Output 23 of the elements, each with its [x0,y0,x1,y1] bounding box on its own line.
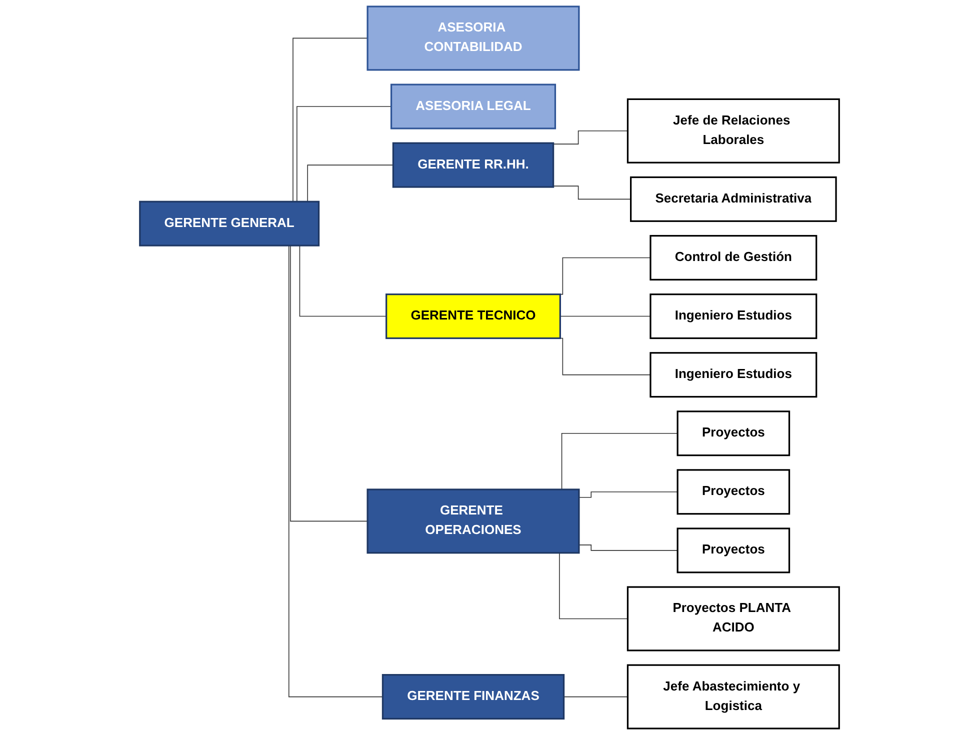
connector [560,316,651,317]
node-box: Secretaria Administrativa [630,176,837,222]
node-box: GERENTE OPERACIONES [366,488,580,554]
connector [552,186,632,200]
node-box: ASESORIA LEGAL [390,84,556,130]
node-box: Control de Gestión [650,234,818,280]
connector [578,544,678,551]
node-box: GERENTE TECNICO [386,294,561,340]
connector [563,696,628,698]
node-box: GERENTE RR.HH. [392,142,554,188]
node-box: Jefe Abastecimiento y Logistica [626,664,840,730]
node-box: GERENTE FINANZAS [382,674,565,720]
node-box: Proyectos [676,410,790,456]
node-box: Proyectos [676,469,790,515]
node-box: Jefe de Relaciones Laborales [626,98,840,164]
connector [578,491,678,498]
node-box: Proyectos [676,528,790,574]
connector [552,130,628,144]
node-box: Ingeniero Estudios [650,294,818,340]
node-box: Proyectos PLANTA ACIDO [626,586,840,652]
node-box: GERENTE GENERAL [139,200,320,246]
node-box: ASESORIA CONTABILIDAD [366,6,580,71]
node-box: Ingeniero Estudios [650,352,818,398]
